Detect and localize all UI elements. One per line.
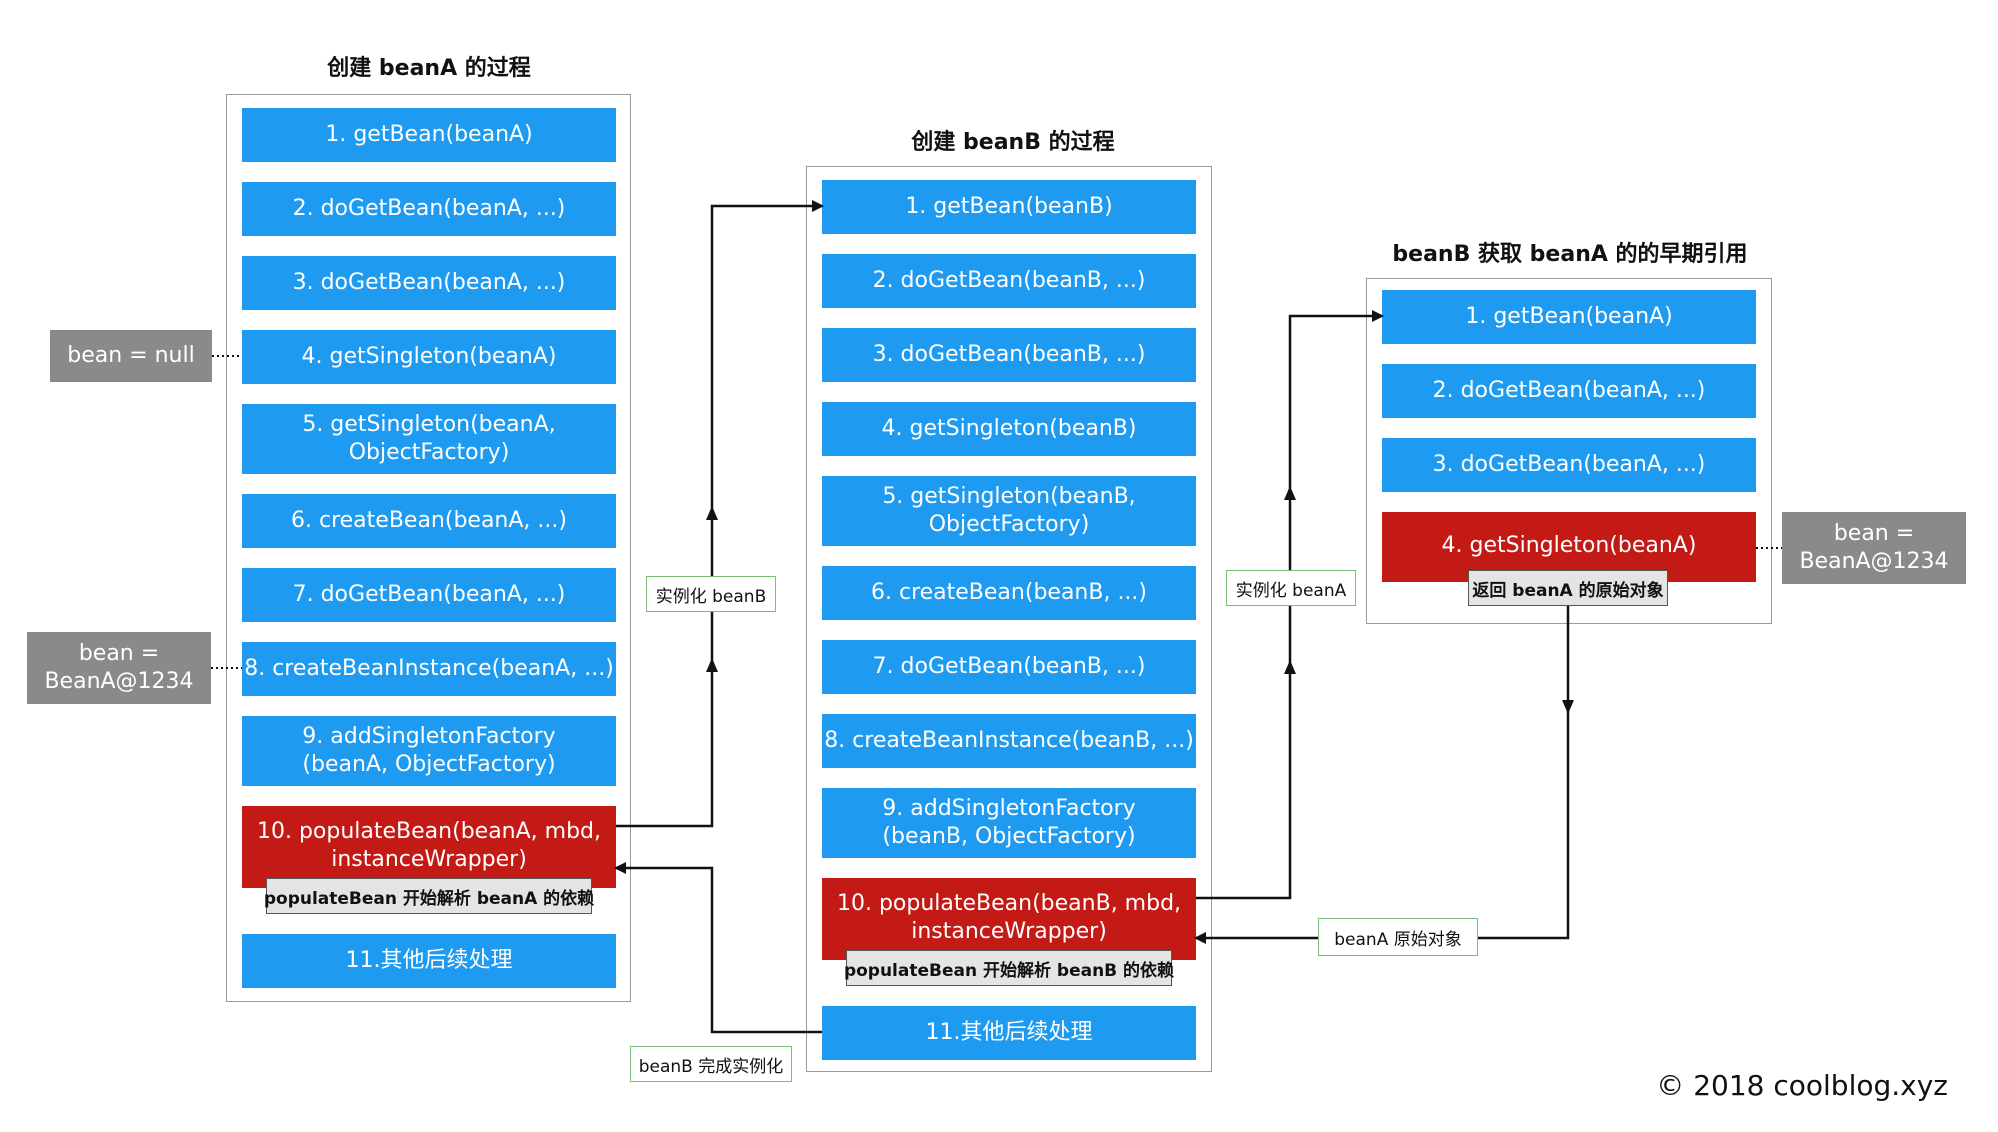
a-step-6: 6. createBean(beanA, ...) [242, 494, 616, 548]
b-step-4: 4. getSingleton(beanB) [822, 402, 1196, 456]
a-step-9: 9. addSingletonFactory (beanA, ObjectFac… [242, 716, 616, 786]
a-step-3: 3. doGetBean(beanA, ...) [242, 256, 616, 310]
copyright-text: © 2018 coolblog.xyz [1656, 1069, 1948, 1102]
arrowhead-up-1 [706, 506, 718, 520]
c-step-4-note: 返回 beanA 的原始对象 [1468, 570, 1668, 606]
c-step-3: 3. doGetBean(beanA, ...) [1382, 438, 1756, 492]
note-bean-beanA-left: bean = BeanA@1234 [27, 632, 211, 704]
a-step-11: 11.其他后续处理 [242, 934, 616, 988]
arrowhead-up-4 [1284, 660, 1296, 674]
arrow-b11-to-a10 [614, 862, 822, 1034]
a-step-4: 4. getSingleton(beanA) [242, 330, 616, 384]
title-beanB-get-beanA: beanB 获取 beanA 的的早期引用 [1392, 242, 1748, 267]
b-step-6: 6. createBean(beanB, ...) [822, 566, 1196, 620]
a-step-5: 5. getSingleton(beanA, ObjectFactory) [242, 404, 616, 474]
label-instantiate-beanB: 实例化 beanB [646, 576, 776, 612]
c-step-2: 2. doGetBean(beanA, ...) [1382, 364, 1756, 418]
a-step-1: 1. getBean(beanA) [242, 108, 616, 162]
arrowhead-down-1 [1562, 700, 1574, 714]
a-step-8: 8. createBeanInstance(beanA, ...) [242, 642, 616, 696]
arrowhead-up-2 [706, 658, 718, 672]
note-bean-beanA-right: bean = BeanA@1234 [1782, 512, 1966, 584]
title-create-beanA: 创建 beanA 的过程 [327, 56, 531, 81]
arrow-c4-to-b10 [1194, 606, 1570, 944]
b-step-5: 5. getSingleton(beanB, ObjectFactory) [822, 476, 1196, 546]
arrow-b10-to-c1 [1196, 310, 1384, 900]
b-step-8: 8. createBeanInstance(beanB, ...) [822, 714, 1196, 768]
label-instantiate-beanA: 实例化 beanA [1226, 570, 1356, 606]
b-step-9: 9. addSingletonFactory (beanB, ObjectFac… [822, 788, 1196, 858]
label-beanA-raw: beanA 原始对象 [1318, 918, 1478, 956]
b-step-3: 3. doGetBean(beanB, ...) [822, 328, 1196, 382]
b-step-10: 10. populateBean(beanB, mbd, instanceWra… [822, 878, 1196, 960]
b-step-10-note: populateBean 开始解析 beanB 的依赖 [844, 950, 1174, 986]
a-step-2: 2. doGetBean(beanA, ...) [242, 182, 616, 236]
b-step-2: 2. doGetBean(beanB, ...) [822, 254, 1196, 308]
a-step-10: 10. populateBean(beanA, mbd, instanceWra… [242, 806, 616, 888]
b-step-11: 11.其他后续处理 [822, 1006, 1196, 1060]
a-step-10-note: populateBean 开始解析 beanA 的依赖 [264, 878, 594, 914]
label-beanB-done: beanB 完成实例化 [630, 1046, 792, 1082]
b-step-7: 7. doGetBean(beanB, ...) [822, 640, 1196, 694]
note-bean-null: bean = null [50, 330, 212, 382]
c-step-1: 1. getBean(beanA) [1382, 290, 1756, 344]
arrowhead-up-3 [1284, 486, 1296, 500]
a-step-7: 7. doGetBean(beanA, ...) [242, 568, 616, 622]
title-create-beanB: 创建 beanB 的过程 [911, 130, 1115, 155]
arrow-a10-to-b1 [616, 200, 824, 828]
b-step-1: 1. getBean(beanB) [822, 180, 1196, 234]
